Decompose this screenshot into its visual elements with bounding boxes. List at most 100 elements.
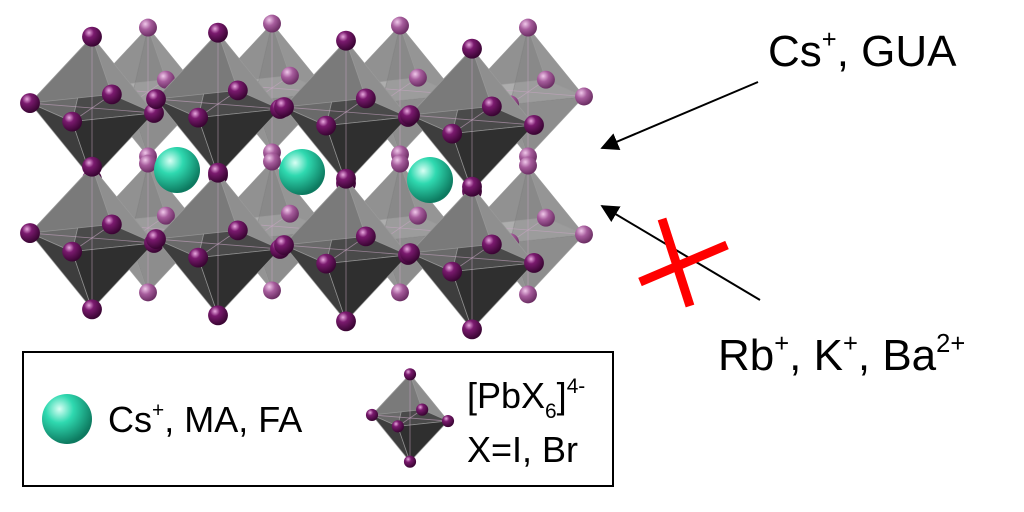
legend-octahedron	[365, 368, 455, 468]
rejected-cations-label: Rb+, K+, Ba2+	[718, 330, 965, 380]
octahedron-face	[197, 108, 282, 177]
halide-atom	[462, 176, 482, 197]
halide-atom	[263, 152, 281, 171]
halide-atom	[280, 204, 299, 223]
halide-atom	[403, 455, 417, 468]
halide-atom	[391, 154, 409, 173]
rejected-arrow	[600, 205, 761, 301]
halide-atom	[82, 299, 102, 320]
halide-atom	[208, 22, 228, 43]
halide-atom	[146, 89, 166, 109]
halide-atom	[524, 115, 544, 135]
halide-atom	[391, 283, 409, 302]
allowed-arrow	[600, 81, 759, 150]
legend: Cs+, MA, FA [PbX6]4- X=I, Br	[22, 351, 614, 487]
halide-atom	[519, 156, 537, 175]
legend-cation-label: Cs+, MA, FA	[108, 399, 302, 440]
halide-atom	[101, 214, 122, 235]
halide-atom	[139, 283, 157, 302]
legend-octahedron-note: X=I, Br	[467, 429, 578, 470]
halide-atom	[62, 241, 83, 262]
halide-atom	[274, 235, 294, 255]
legend-octahedron-formula: [PbX6]4-	[467, 375, 585, 423]
halide-atom	[208, 305, 228, 326]
halide-atom	[101, 84, 122, 105]
halide-atom	[524, 253, 544, 273]
halide-atom	[188, 107, 209, 128]
halide-atom	[146, 229, 166, 249]
halide-atom	[20, 223, 40, 243]
halide-atom	[575, 87, 593, 106]
octahedron-face	[28, 35, 113, 104]
halide-atom	[408, 68, 427, 87]
halide-atom	[408, 206, 427, 225]
octahedron-face	[71, 242, 156, 311]
front-octahedron	[146, 162, 290, 326]
octahedron-face	[408, 47, 493, 116]
halide-atom	[263, 281, 281, 300]
allowed-cation-label: Cs+, GUA	[768, 26, 957, 76]
legend-frame	[22, 351, 614, 487]
halide-atom	[336, 311, 356, 332]
halide-atom	[316, 115, 337, 136]
octahedron-face	[451, 124, 536, 193]
octahedron-face	[451, 262, 536, 331]
halide-atom	[519, 285, 537, 304]
octahedron-face	[28, 165, 113, 234]
front-octahedra-layer	[20, 22, 544, 340]
a-site-cations	[154, 147, 453, 203]
halide-atom	[400, 243, 420, 263]
octahedron-face	[325, 254, 410, 323]
octahedron-face	[282, 39, 367, 108]
octahedron-face	[197, 248, 282, 317]
halide-atom	[536, 208, 555, 227]
octahedron-face	[282, 177, 367, 246]
front-octahedron	[400, 38, 544, 202]
cation-sphere-icon	[42, 394, 92, 444]
octahedron-face	[325, 116, 410, 185]
front-octahedron	[400, 176, 544, 340]
halide-atom	[188, 247, 209, 268]
halide-atom	[274, 97, 294, 117]
halide-atom	[391, 420, 404, 433]
halide-atom	[263, 14, 281, 33]
pbx6-octahedron-icon	[365, 368, 455, 468]
halide-atom	[208, 162, 228, 183]
halide-atom	[462, 38, 482, 59]
halide-atom	[365, 408, 379, 422]
halide-atom	[139, 18, 157, 37]
halide-atom	[536, 70, 555, 89]
halide-atom	[442, 261, 463, 282]
halide-atom	[82, 26, 102, 47]
halide-atom	[20, 93, 40, 113]
halide-atom	[575, 225, 593, 244]
halide-atom	[400, 105, 420, 125]
halide-atom	[82, 156, 102, 177]
halide-atom	[441, 414, 455, 428]
octahedron-face	[408, 185, 493, 254]
octahedron-face	[154, 31, 239, 100]
front-octahedron	[274, 30, 418, 194]
halide-atom	[481, 96, 502, 117]
halide-atom	[316, 253, 337, 274]
halide-atom	[336, 30, 356, 51]
red-cross-icon	[638, 217, 729, 308]
halide-atom	[442, 123, 463, 144]
front-octahedron	[20, 26, 164, 190]
halide-atom	[227, 220, 248, 241]
halide-atom	[62, 111, 83, 132]
halide-atom	[403, 368, 417, 381]
a-site-cation	[407, 157, 453, 203]
halide-atom	[355, 226, 376, 247]
halide-atom	[156, 206, 175, 225]
halide-atom	[462, 319, 482, 340]
halide-atom	[139, 154, 157, 173]
halide-atom	[227, 80, 248, 101]
halide-atom	[355, 88, 376, 109]
front-octahedron	[146, 22, 290, 186]
halide-atom	[481, 234, 502, 255]
front-octahedron	[274, 168, 418, 332]
halide-atom	[519, 18, 537, 37]
octahedron-face	[154, 171, 239, 240]
